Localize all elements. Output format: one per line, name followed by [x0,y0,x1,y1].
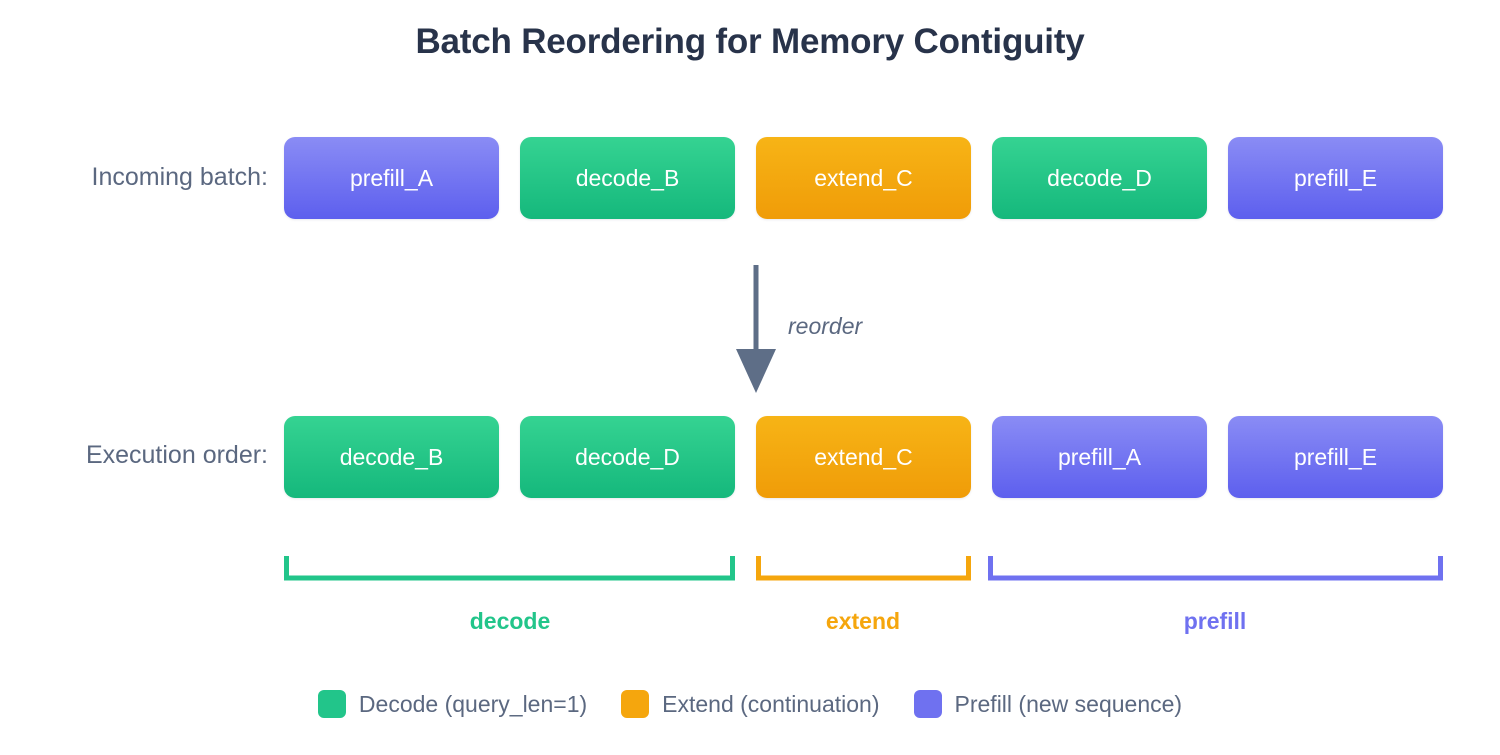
legend-swatch-prefill-icon [913,690,942,718]
page-title: Batch Reordering for Memory Contiguity [415,22,1085,61]
token-box-decode-d[interactable]: decode_D [992,137,1207,219]
legend: Decode (query_len=1) Extend (continuation… [0,690,1500,718]
token-box-extend-c[interactable]: extend_C [756,137,971,219]
token-box-prefill-e[interactable]: prefill_E [1228,416,1443,498]
legend-label: Decode (query_len=1) [358,690,588,717]
bracket-decode [284,556,735,581]
legend-item-extend[interactable]: Extend (continuation) [621,690,880,718]
group-label-decode: decode [469,608,551,634]
reorder-label: reorder [788,313,863,339]
group-brackets [0,548,1500,598]
token-box-extend-c[interactable]: extend_C [756,416,971,498]
legend-swatch-decode-icon [317,690,346,718]
legend-item-decode[interactable]: Decode (query_len=1) [317,690,588,718]
legend-label: Extend (continuation) [662,690,880,717]
token-box-decode-d[interactable]: decode_D [520,416,735,498]
bracket-prefill [988,556,1443,581]
group-label-prefill: prefill [1183,608,1247,634]
legend-item-prefill[interactable]: Prefill (new sequence) [913,690,1183,718]
token-box-prefill-a[interactable]: prefill_A [284,137,499,219]
reorder-arrow-container [700,265,1000,395]
execution-order-row: decode_B decode_D extend_C prefill_A prefill… [284,416,1444,498]
group-label-extend: extend [825,608,901,634]
legend-swatch-extend-icon [621,690,650,718]
incoming-batch-label: Incoming batch: [91,163,269,191]
bracket-extend [756,556,971,581]
execution-order-label: Execution order: [85,441,268,469]
token-box-decode-b[interactable]: decode_B [284,416,499,498]
incoming-batch-row: prefill_A decode_B extend_C decode_D prefill… [284,137,1444,219]
token-box-prefill-e[interactable]: prefill_E [1228,137,1443,219]
down-arrow-icon [736,265,776,393]
legend-label: Prefill (new sequence) [954,690,1183,717]
token-box-prefill-a[interactable]: prefill_A [992,416,1207,498]
token-box-decode-b[interactable]: decode_B [520,137,735,219]
